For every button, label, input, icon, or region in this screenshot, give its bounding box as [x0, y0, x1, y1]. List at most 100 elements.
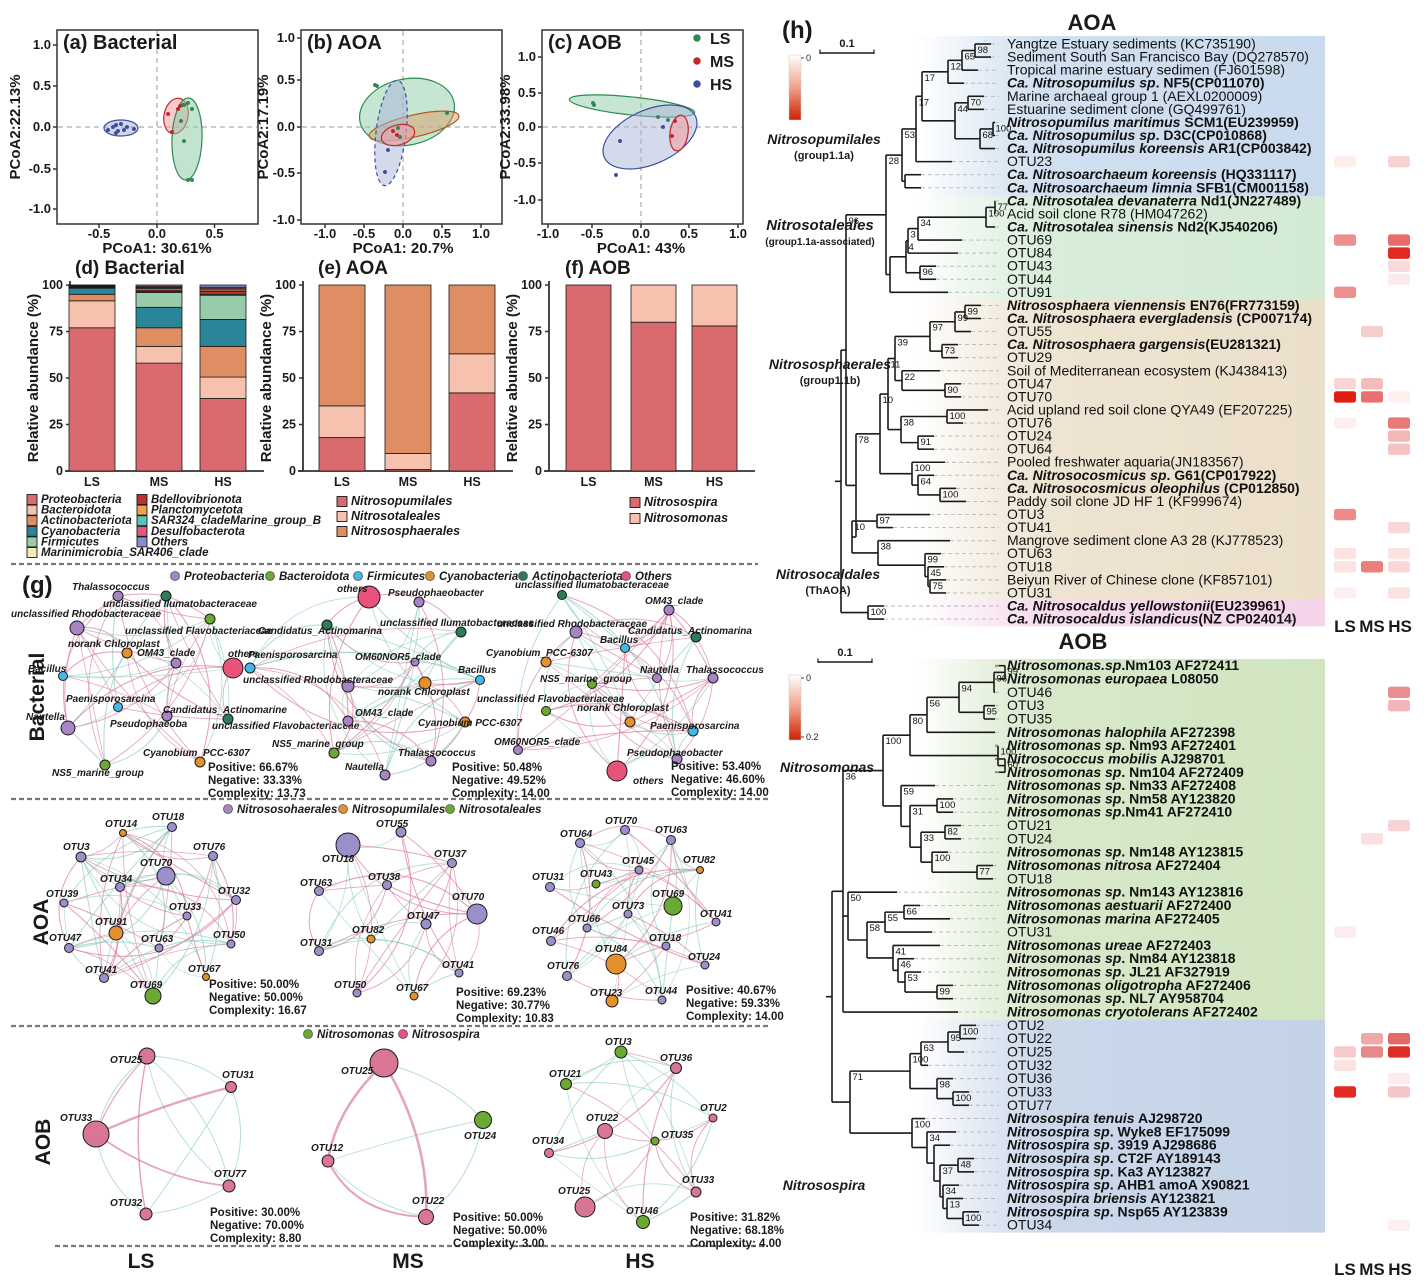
svg-text:OTU36: OTU36 [660, 1053, 693, 1064]
svg-text:AOB: AOB [32, 1119, 55, 1166]
svg-text:Ca. Nitrosoarchaeum koreensis: Ca. Nitrosoarchaeum koreensis (HQ331117) [1007, 166, 1296, 182]
svg-text:Nitrosomonas halophila AF27239: Nitrosomonas halophila AF272398 [1007, 724, 1235, 740]
svg-text:OTU66: OTU66 [568, 914, 601, 925]
svg-text:-1.0: -1.0 [29, 201, 51, 216]
svg-text:4: 4 [909, 242, 914, 253]
svg-text:OM60NOR5_clade: OM60NOR5_clade [494, 737, 581, 748]
svg-text:96: 96 [997, 673, 1008, 684]
svg-text:63: 63 [924, 1043, 935, 1054]
svg-text:OTU25: OTU25 [110, 1055, 143, 1066]
svg-text:OTU24: OTU24 [464, 1131, 497, 1142]
svg-text:LS: LS [1334, 617, 1356, 636]
svg-text:OTU76: OTU76 [1007, 415, 1052, 431]
svg-text:100: 100 [275, 278, 296, 292]
svg-text:50: 50 [528, 371, 542, 385]
svg-text:Nitrosomonas sp. Nm58 AY123820: Nitrosomonas sp. Nm58 AY123820 [1007, 790, 1236, 806]
svg-text:96: 96 [849, 216, 860, 227]
svg-text:OTU45: OTU45 [622, 856, 655, 867]
svg-text:(a) Bacterial: (a) Bacterial [63, 32, 178, 54]
svg-text:97: 97 [933, 323, 944, 334]
svg-text:Nitrosomonas: Nitrosomonas [317, 1029, 394, 1041]
svg-text:100: 100 [950, 411, 966, 422]
svg-text:OTU41: OTU41 [85, 965, 118, 976]
svg-text:Ca. Nitrososphaera gargensis(E: Ca. Nitrososphaera gargensis(EU281321) [1007, 336, 1281, 352]
svg-text:55: 55 [888, 913, 899, 924]
svg-text:LS: LS [128, 1250, 155, 1273]
svg-text:OTU82: OTU82 [683, 855, 716, 866]
svg-text:(e) AOA: (e) AOA [318, 258, 388, 279]
svg-text:OTU18: OTU18 [649, 933, 682, 944]
svg-text:Proteobacteria: Proteobacteria [41, 494, 122, 506]
svg-text:Ca. Nitrosopumilus sp. NF5(CP0: Ca. Nitrosopumilus sp. NF5(CP011070) [1007, 75, 1265, 91]
svg-text:Nitrosospira: Nitrosospira [783, 1177, 866, 1193]
svg-text:PCoA2:22.13%: PCoA2:22.13% [7, 74, 24, 179]
svg-text:(group1.1a): (group1.1a) [794, 150, 854, 162]
svg-text:100: 100 [1001, 747, 1017, 758]
svg-text:Nitrosomonas nitrosa AF272404: Nitrosomonas nitrosa AF272404 [1007, 857, 1221, 873]
svg-text:OTU3: OTU3 [605, 1037, 632, 1048]
svg-text:OTU50: OTU50 [213, 930, 246, 941]
svg-text:25: 25 [528, 418, 542, 432]
svg-text:Negative: 46.60%: Negative: 46.60% [671, 774, 765, 786]
svg-text:Nautella: Nautella [640, 665, 679, 676]
svg-text:unclassified Flavobacteriaceae: unclassified Flavobacteriaceae [125, 626, 273, 637]
svg-text:OTU63: OTU63 [655, 825, 688, 836]
svg-text:Complexity: 13.73: Complexity: 13.73 [208, 788, 306, 800]
svg-text:Sediment South San Francisco B: Sediment South San Francisco Bay (DQ2785… [1007, 49, 1309, 65]
svg-text:Complexity: 14.00: Complexity: 14.00 [671, 787, 769, 799]
svg-text:Marine archaeal group 1 (AEXL0: Marine archaeal group 1 (AEXL0200009) [1007, 88, 1262, 104]
svg-text:0.0: 0.0 [148, 226, 166, 241]
svg-text:Complexity: 16.67: Complexity: 16.67 [209, 1005, 307, 1017]
svg-text:Nitrosospira sp. Nsp65 AY12383: Nitrosospira sp. Nsp65 AY123839 [1007, 1203, 1228, 1219]
svg-text:-1.0: -1.0 [314, 226, 336, 241]
svg-text:75: 75 [282, 325, 296, 339]
svg-text:OTU50: OTU50 [334, 980, 367, 991]
svg-text:Ca. Nitrosocaldus yellowstonii: Ca. Nitrosocaldus yellowstonii(EU239961) [1007, 598, 1286, 614]
svg-text:3: 3 [911, 230, 916, 241]
svg-text:Bacillus: Bacillus [28, 664, 67, 675]
svg-text:Ca. Nitrosocosmicus oleophilus: Ca. Nitrosocosmicus oleophilus (CP012850… [1007, 480, 1300, 496]
svg-text:37: 37 [943, 1166, 954, 1177]
svg-text:NS5_marine_group: NS5_marine_group [540, 674, 632, 685]
svg-text:OTU38: OTU38 [368, 872, 401, 883]
svg-text:Nitrosomonas sp.Nm41 AF272410: Nitrosomonas sp.Nm41 AF272410 [1007, 804, 1232, 820]
svg-text:Thalassococcus: Thalassococcus [686, 665, 764, 676]
svg-text:unclassified Ilumatobacteracea: unclassified Ilumatobacteraceae [380, 618, 534, 629]
svg-text:77: 77 [980, 867, 991, 878]
svg-text:OTU22: OTU22 [586, 1113, 619, 1124]
svg-text:PCoA1: 20.7%: PCoA1: 20.7% [353, 240, 454, 257]
svg-text:OTU3: OTU3 [1007, 506, 1045, 522]
svg-text:HS: HS [710, 77, 733, 94]
svg-text:norank Chloroplast: norank Chloroplast [68, 639, 160, 650]
svg-text:46: 46 [901, 960, 912, 971]
svg-text:OTU77: OTU77 [1007, 1097, 1052, 1113]
svg-text:90: 90 [948, 385, 959, 396]
svg-text:OTU35: OTU35 [1007, 710, 1052, 726]
svg-text:LS: LS [334, 475, 350, 489]
svg-text:44: 44 [958, 104, 969, 115]
svg-text:Complexity: 10.83: Complexity: 10.83 [456, 1013, 554, 1025]
svg-text:OTU31: OTU31 [300, 938, 333, 949]
svg-text:(g): (g) [22, 572, 53, 599]
svg-text:98: 98 [978, 45, 989, 56]
svg-text:unclassified Rhodobacteraceae: unclassified Rhodobacteraceae [243, 675, 393, 686]
svg-text:0.1: 0.1 [837, 647, 852, 659]
svg-text:Beiyun River of Chinese clone: Beiyun River of Chinese clone (KF857101) [1007, 571, 1272, 587]
svg-text:Nitrosomonas sp. Nm93 AF272401: Nitrosomonas sp. Nm93 AF272401 [1007, 737, 1236, 753]
svg-text:unclassified Flavobacteriaceae: unclassified Flavobacteriaceae [477, 694, 625, 705]
svg-text:Nitrosomonas aestuarii AF27240: Nitrosomonas aestuarii AF272400 [1007, 897, 1232, 913]
svg-text:1.0: 1.0 [518, 49, 536, 64]
svg-text:Positive: 53.40%: Positive: 53.40% [671, 761, 761, 773]
svg-text:(h): (h) [782, 17, 813, 44]
svg-text:94: 94 [962, 683, 973, 694]
svg-text:Negative: 49.52%: Negative: 49.52% [452, 775, 546, 787]
svg-text:OTU33: OTU33 [1007, 1083, 1052, 1099]
svg-text:AOA: AOA [30, 899, 53, 946]
svg-text:Relative abundance (%): Relative abundance (%) [258, 294, 275, 462]
svg-text:33: 33 [924, 833, 935, 844]
svg-text:SAR324_cladeMarine_group_B: SAR324_cladeMarine_group_B [151, 515, 321, 527]
svg-text:Nitrosomonas sp. JL21 AF327919: Nitrosomonas sp. JL21 AF327919 [1007, 964, 1230, 980]
svg-text:others: others [633, 776, 664, 787]
svg-text:OTU63: OTU63 [1007, 545, 1052, 561]
svg-text:Complexity: 14.00: Complexity: 14.00 [452, 788, 550, 800]
